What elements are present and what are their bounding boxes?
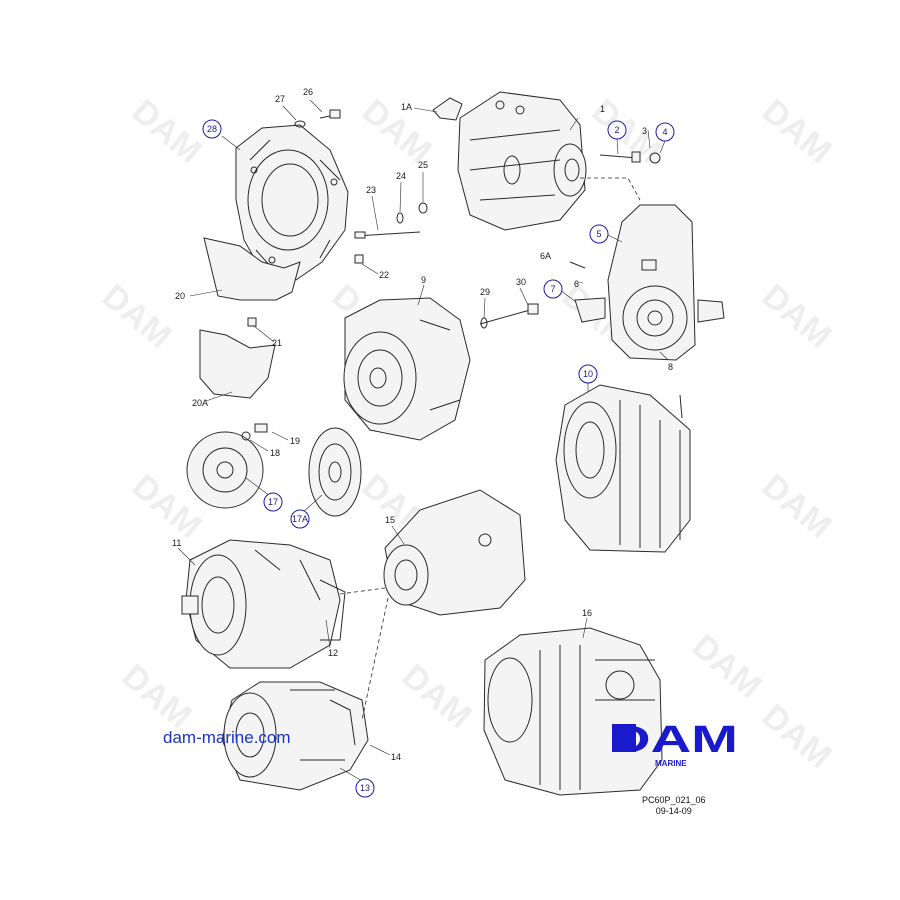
- transmission-part-1: [432, 91, 587, 231]
- dam-marine-logo: DAM MARINE: [610, 719, 738, 768]
- part-label-26: 26: [303, 87, 313, 97]
- adapter-housing-part-5: [569, 204, 725, 361]
- bolt-part-30: [479, 303, 539, 329]
- svg-text:10: 10: [583, 369, 593, 379]
- transmission-part-11: [181, 539, 346, 669]
- watermark: DAM: [755, 277, 839, 356]
- part-label-20A: 20A: [192, 398, 208, 408]
- gearbox-part-10: [555, 384, 691, 553]
- stud-part-2: [599, 151, 661, 164]
- part-label-11: 11: [172, 538, 181, 548]
- part-label-27: 27: [275, 94, 285, 104]
- circled-callouts: 28 2 4 5 7 10 17 17A: [202, 119, 675, 798]
- part-label-16: 16: [582, 608, 592, 618]
- part-label-25: 25: [418, 160, 428, 170]
- part-label-6A: 6A: [540, 251, 551, 261]
- callout-4: 4: [655, 122, 675, 142]
- part-label-12: 12: [328, 648, 338, 658]
- drawing-reference: PC60P_021_06 09-14-09: [642, 795, 706, 817]
- callout-10: 10: [578, 364, 598, 384]
- assembly-dash-lines: [339, 177, 641, 721]
- svg-text:28: 28: [207, 124, 217, 134]
- watermark: DAM: [755, 467, 839, 546]
- svg-text:17: 17: [268, 497, 278, 507]
- watermark: DAM: [395, 657, 479, 736]
- callout-28: 28: [202, 119, 222, 139]
- transmission-part-13: [221, 681, 369, 791]
- svg-text:7: 7: [550, 284, 555, 294]
- transmission-part-9: [343, 297, 471, 441]
- part-label-8: 8: [668, 362, 673, 372]
- part-label-22: 22: [379, 270, 389, 280]
- transmission-part-15: [383, 489, 526, 616]
- part-label-20: 20: [175, 291, 185, 301]
- watermark: DAM: [125, 92, 209, 171]
- watermark: DAM: [95, 277, 179, 356]
- part-label-1: 1: [600, 104, 605, 114]
- part-label-15: 15: [385, 515, 395, 525]
- part-label-18: 18: [270, 448, 280, 458]
- callout-13: 13: [355, 778, 375, 798]
- fasteners-group-b: [241, 423, 268, 441]
- callout-17: 17: [263, 492, 283, 512]
- callout-7: 7: [543, 279, 563, 299]
- part-label-21: 21: [272, 338, 282, 348]
- svg-text:4: 4: [662, 127, 667, 137]
- transmission-part-16: [483, 627, 663, 796]
- website-url[interactable]: dam-marine.com: [163, 728, 291, 747]
- part-label-30: 30: [516, 277, 526, 287]
- watermark: DAM: [685, 627, 769, 706]
- flywheel-plate-part-17: [186, 431, 264, 509]
- part-number-labels: 1 1A 3 6 6A 8 9 11 12 14 15 16 18 19 20 …: [172, 87, 673, 762]
- part-label-9: 9: [421, 275, 426, 285]
- svg-text:17A: 17A: [292, 514, 308, 524]
- callout-17A: 17A: [290, 509, 310, 529]
- part-label-14: 14: [391, 752, 401, 762]
- watermark: DAM: [115, 657, 199, 736]
- part-label-1A: 1A: [401, 102, 412, 112]
- svg-text:13: 13: [360, 783, 370, 793]
- watermark: DAM: [755, 697, 839, 776]
- damper-plate-part-17A: [308, 427, 362, 517]
- logo-subtitle: MARINE: [655, 759, 687, 768]
- callout-5: 5: [589, 224, 609, 244]
- logo-wordmark: DAM: [610, 719, 738, 761]
- part-label-6: 6: [574, 279, 579, 289]
- part-label-19: 19: [290, 436, 300, 446]
- fasteners-group-a: [247, 109, 428, 327]
- svg-text:5: 5: [596, 229, 601, 239]
- callout-2: 2: [607, 120, 627, 140]
- svg-text:2: 2: [614, 125, 619, 135]
- watermark: DAM: [755, 92, 839, 171]
- part-label-24: 24: [396, 171, 406, 181]
- drawing-date: 09-14-09: [655, 806, 692, 816]
- drawing-code: PC60P_021_06: [642, 795, 706, 805]
- leader-lines: [177, 99, 669, 782]
- cover-plate-part: [199, 237, 301, 399]
- part-label-23: 23: [366, 185, 376, 195]
- part-label-29: 29: [480, 287, 490, 297]
- part-label-3: 3: [642, 126, 647, 136]
- bell-housing-part: [235, 124, 349, 281]
